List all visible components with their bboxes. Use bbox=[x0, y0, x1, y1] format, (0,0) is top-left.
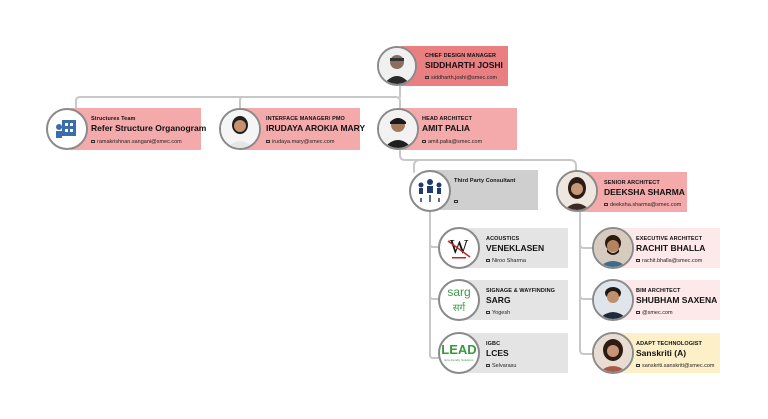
logo-text: सर्ग bbox=[452, 303, 466, 314]
role-label: CHIEF DESIGN MANAGER bbox=[425, 53, 497, 59]
avatar bbox=[377, 108, 419, 150]
name-label: DEEKSHA SHARMA bbox=[604, 187, 685, 197]
mail-icon bbox=[636, 311, 640, 315]
avatar bbox=[556, 170, 598, 212]
veneklasen-logo: W bbox=[438, 227, 480, 269]
role-label: SENIOR ARCHITECT bbox=[604, 180, 660, 186]
avatar bbox=[592, 227, 634, 269]
email-label: irudaya.mary@smec.com bbox=[266, 139, 334, 145]
email-label: siddharth.joshi@smec.com bbox=[425, 75, 497, 81]
mail-icon bbox=[604, 203, 608, 207]
email-label: deeksha.sharma@smec.com bbox=[604, 202, 681, 208]
building-team-icon bbox=[46, 108, 88, 150]
role-label: ACOUSTICS bbox=[486, 236, 520, 242]
sarg-logo: sarg सर्ग bbox=[438, 279, 480, 321]
role-label: HEAD ARCHITECT bbox=[422, 116, 473, 122]
name-label: RACHIT BHALLA bbox=[636, 243, 706, 253]
connector-top-bar bbox=[75, 96, 401, 113]
name-label: SHUBHAM SAXENA bbox=[636, 295, 718, 305]
people-network-icon bbox=[409, 170, 451, 212]
email-label: rachit.bhalla@smec.com bbox=[636, 258, 702, 264]
email-label: ramakrishnan.sangani@smec.com bbox=[91, 139, 182, 145]
mail-icon bbox=[425, 76, 429, 80]
name-label: SIDDHARTH JOSHI bbox=[425, 60, 503, 70]
connector-to-interface bbox=[239, 96, 243, 113]
email-label: sanskriti.sanskriti@smec.com bbox=[636, 363, 715, 369]
node-adapt-technologist[interactable]: ADAPT TECHNOLOGIST Sanskriti (A) sanskri… bbox=[612, 333, 720, 373]
role-label: IGBC bbox=[486, 341, 501, 347]
mail-icon bbox=[636, 259, 640, 263]
logo-subtext: Eco-friendly Solutions bbox=[444, 358, 474, 362]
connector-to-bim bbox=[579, 295, 593, 300]
connector-to-exec bbox=[579, 243, 593, 249]
role-label: SIGNAGE & WAYFINDING bbox=[486, 288, 556, 294]
mail-icon bbox=[454, 200, 458, 204]
logo-text: LEAD bbox=[441, 342, 477, 357]
avatar bbox=[592, 332, 634, 374]
mail-icon bbox=[266, 140, 270, 144]
avatar bbox=[592, 279, 634, 321]
name-label: LCES bbox=[486, 348, 509, 358]
connector-to-acoustics bbox=[429, 243, 441, 248]
role-label: INTERFACE MANAGER/ PMO bbox=[266, 116, 345, 122]
name-label: SARG bbox=[486, 295, 511, 305]
role-label: Structures Team bbox=[91, 116, 136, 122]
name-label: AMIT PALIA bbox=[422, 123, 471, 133]
node-acoustics[interactable]: ACOUSTICS VENEKLASEN Niroo Sharma bbox=[460, 228, 568, 268]
email-label: Selvarasu bbox=[486, 363, 516, 369]
mail-icon bbox=[486, 364, 490, 368]
email-label: amit.palia@smec.com bbox=[422, 139, 482, 145]
avatar bbox=[219, 108, 261, 150]
email-label: Yogesh bbox=[486, 310, 510, 316]
email-label: Niroo Sharma bbox=[486, 258, 526, 264]
name-label: VENEKLASEN bbox=[486, 243, 545, 253]
name-label: Refer Structure Organogram bbox=[91, 123, 207, 133]
role-label: ADAPT TECHNOLOGIST bbox=[636, 341, 702, 347]
mail-icon bbox=[422, 140, 426, 144]
mail-icon bbox=[486, 259, 490, 263]
node-head-architect[interactable]: HEAD ARCHITECT AMIT PALIA amit.palia@sme… bbox=[400, 108, 517, 150]
lead-logo: LEAD Eco-friendly Solutions bbox=[438, 332, 480, 374]
avatar bbox=[377, 46, 417, 86]
connector-third-down bbox=[429, 209, 441, 359]
mail-icon bbox=[486, 311, 490, 315]
role-label: BIM ARCHITECT bbox=[636, 288, 681, 294]
role-label: EXECUTIVE ARCHITECT bbox=[636, 236, 703, 242]
mail-icon bbox=[91, 140, 95, 144]
connector-senior-down bbox=[579, 209, 593, 355]
node-structures-team[interactable]: Structures Team Refer Structure Organogr… bbox=[71, 108, 206, 150]
email-label bbox=[454, 199, 460, 205]
connector-to-thirdparty bbox=[413, 159, 421, 173]
node-executive-architect[interactable]: EXECUTIVE ARCHITECT RACHIT BHALLA rachit… bbox=[612, 228, 720, 268]
node-chief-design-manager[interactable]: CHIEF DESIGN MANAGER SIDDHARTH JOSHI sid… bbox=[401, 46, 508, 86]
connector-head-down bbox=[399, 149, 577, 176]
role-label: Third Party Consultant bbox=[454, 178, 516, 184]
connector-to-signage bbox=[429, 295, 441, 300]
logo-text: sarg bbox=[447, 285, 471, 299]
name-label: IRUDAYA AROKIA MARY bbox=[266, 123, 366, 133]
name-label: Sanskriti (A) bbox=[636, 348, 687, 358]
email-label: @smec.com bbox=[636, 310, 673, 316]
mail-icon bbox=[636, 364, 640, 368]
